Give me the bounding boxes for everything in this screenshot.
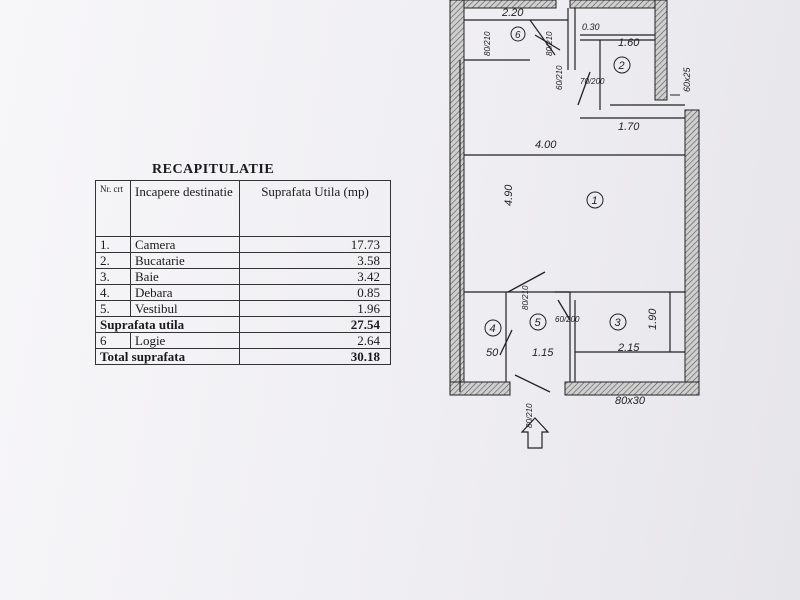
row-nr: 4.	[95, 284, 131, 301]
header-incapere: Incapere destinatie	[130, 180, 240, 237]
recap-title: RECAPITULATIE	[152, 162, 275, 177]
inner-walls	[459, 8, 685, 392]
room-number: 4	[490, 323, 496, 335]
dim-room-width: 4.00	[535, 139, 557, 151]
row-value: 3.58	[239, 252, 391, 269]
room-number: 3	[615, 317, 622, 329]
table-row: 5. Vestibul 1.96	[95, 300, 391, 317]
door-label: 80/210	[545, 31, 554, 56]
row-name: Camera	[130, 236, 240, 253]
row-name: Bucatarie	[130, 252, 240, 269]
door-swings	[499, 34, 591, 393]
dim-window: 80x30	[615, 395, 646, 407]
dim-bath-width: 2.15	[617, 342, 640, 354]
door-label: 60/210	[555, 65, 564, 90]
subtotal-value: 27.54	[239, 316, 391, 333]
total-value: 30.18	[239, 348, 391, 365]
row-value: 3.42	[239, 268, 391, 285]
row-name: Vestibul	[130, 300, 240, 317]
dim-bath-height: 1.90	[647, 308, 659, 330]
row-nr: 5.	[95, 300, 131, 317]
header-suprafata: Suprafata Utila (mp)	[239, 180, 391, 237]
room-number: 1	[592, 195, 598, 207]
dimension-labels: 2.20 1.60 0.30 4.00 1.70 4.90 2.15 1.15 …	[486, 7, 692, 407]
dim-top-width: 2.20	[501, 7, 524, 19]
entrance-arrow	[520, 417, 550, 449]
dim-right-width: 1.70	[618, 121, 640, 133]
table-header-row: Nr. crt Incapere destinatie Suprafata Ut…	[95, 180, 391, 237]
total-label: Total suprafata	[95, 348, 240, 365]
door-label: 80/210	[521, 285, 530, 310]
header-nr: Nr. crt	[95, 180, 131, 237]
row-value: 0.85	[239, 284, 391, 301]
room-numbers: 1 2 3 4 5 6	[484, 26, 631, 337]
logie-row: 6 Logie 2.64	[95, 332, 391, 349]
subtotal-row: Suprafata utila 27.54	[95, 316, 391, 333]
row-name: Debara	[130, 284, 240, 301]
dim-room-height: 4.90	[503, 184, 515, 206]
floor-plan: 2.20 1.60 0.30 4.00 1.70 4.90 2.15 1.15 …	[449, 0, 700, 449]
logie-nr: 6	[95, 332, 131, 349]
row-name: Baie	[130, 268, 240, 285]
table-row: 2. Bucatarie 3.58	[95, 252, 391, 269]
row-value: 1.96	[239, 300, 391, 317]
total-row: Total suprafata 30.18	[95, 348, 391, 365]
door-label: 70/200	[580, 77, 605, 86]
logie-name: Logie	[130, 332, 240, 349]
door-label: 80/210	[525, 403, 534, 428]
door-labels: 80/210 70/200 60/200 80/210 60/210 80/21…	[483, 31, 605, 428]
row-nr: 3.	[95, 268, 131, 285]
dim-vest-width: 1.15	[532, 347, 554, 359]
dim-kitchen-side: 60x25	[682, 66, 692, 92]
subtotal-label: Suprafata utila	[95, 316, 240, 333]
table-row: 1. Camera 17.73	[95, 236, 391, 253]
dim-kitchen-small: 0.30	[582, 22, 600, 32]
door-label: 60/200	[555, 315, 580, 324]
table-row: 3. Baie 3.42	[95, 268, 391, 285]
door-label: 80/210	[483, 31, 492, 56]
row-value: 17.73	[239, 236, 391, 253]
logie-value: 2.64	[239, 332, 391, 349]
table-row: 4. Debara 0.85	[95, 284, 391, 301]
room-number: 2	[618, 60, 625, 72]
row-nr: 2.	[95, 252, 131, 269]
row-nr: 1.	[95, 236, 131, 253]
dim-kitchen-top: 1.60	[618, 37, 640, 49]
room-number: 5	[535, 317, 542, 329]
dim-debara: 50	[486, 347, 499, 359]
room-number: 6	[515, 30, 521, 41]
recap-table: Nr. crt Incapere destinatie Suprafata Ut…	[95, 180, 391, 365]
